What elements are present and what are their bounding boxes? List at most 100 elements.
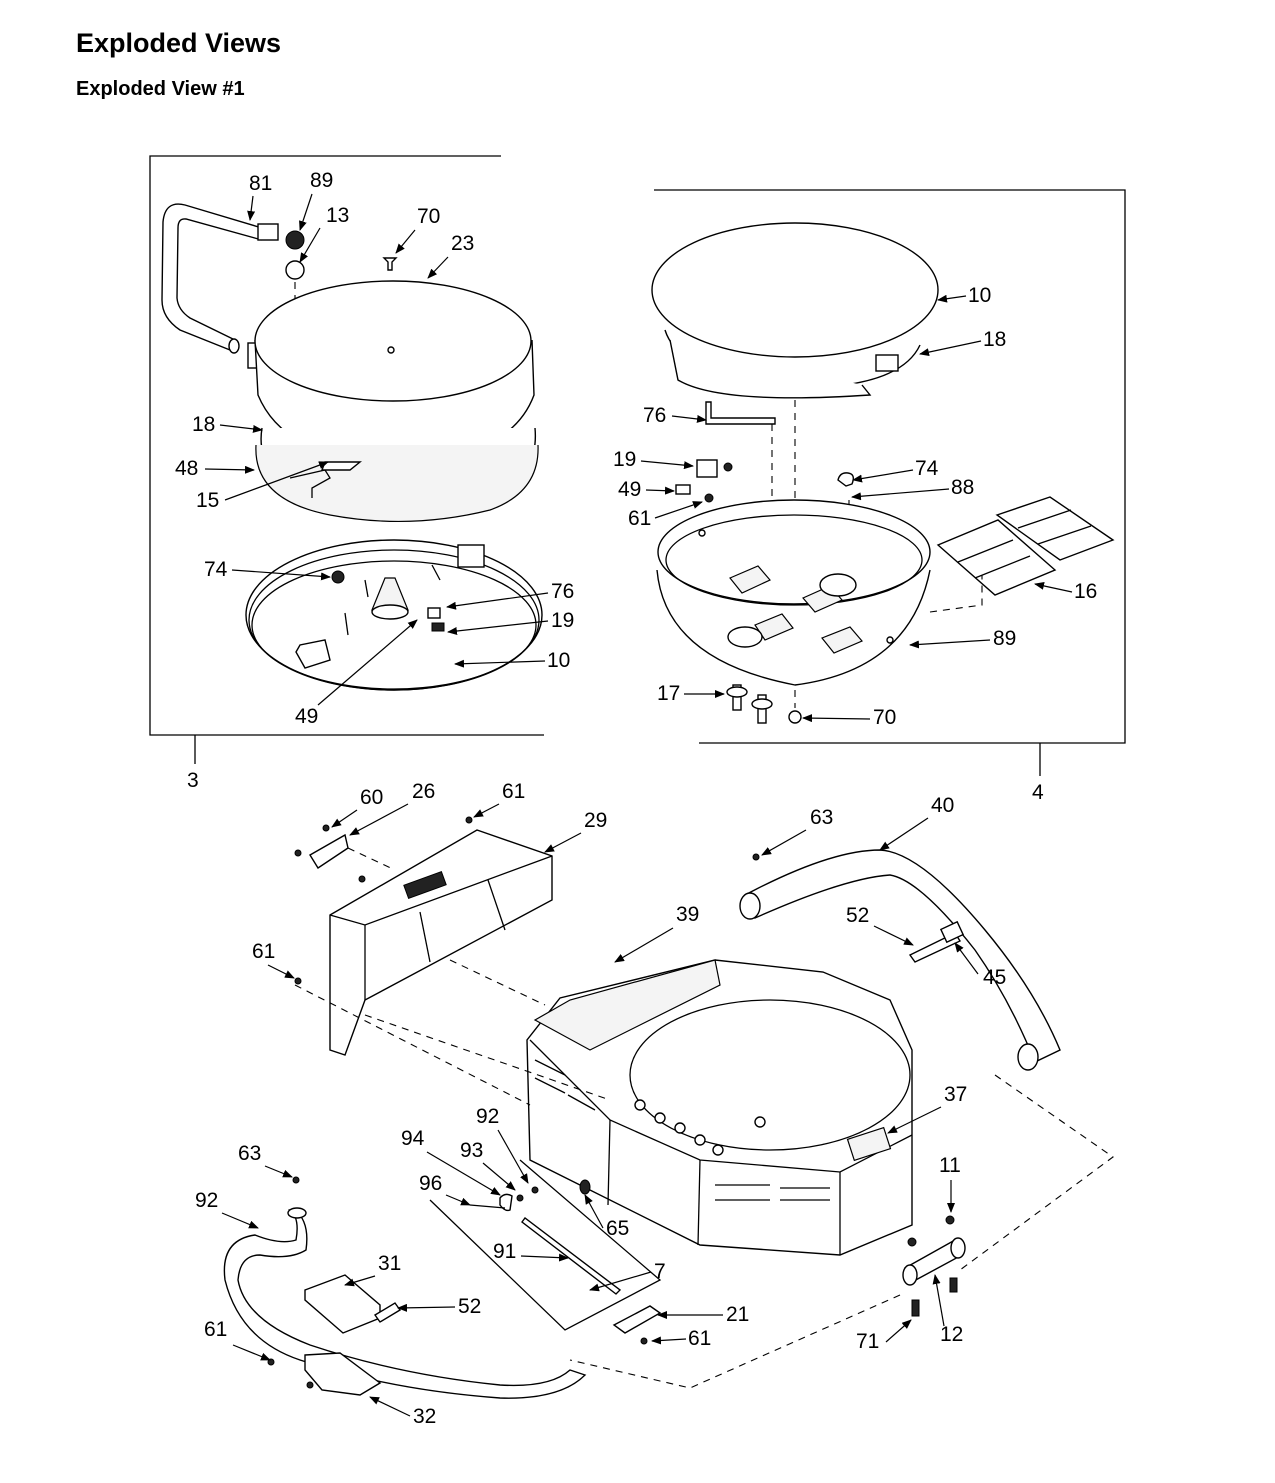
callout-31: 31 <box>378 1252 401 1275</box>
callout-61: 61 <box>628 507 651 530</box>
leader-line-52 <box>873 925 914 946</box>
leader-line-31 <box>344 1275 376 1287</box>
leader-line-52 <box>397 1303 456 1312</box>
leader-line-61 <box>232 1344 271 1361</box>
leader-line-81 <box>247 195 256 221</box>
leader-line-63 <box>264 1165 293 1178</box>
leader-line-63 <box>761 829 807 856</box>
callout-11: 11 <box>939 1154 961 1177</box>
callout-60: 60 <box>360 786 383 809</box>
leader-line-19 <box>447 620 549 635</box>
callout-21: 21 <box>726 1303 749 1326</box>
leader-line-37 <box>887 1106 942 1134</box>
leader-line-76 <box>671 414 707 423</box>
callout-18: 18 <box>983 328 1006 351</box>
leader-line-89 <box>909 639 991 649</box>
top-handle-81 <box>161 203 279 369</box>
leader-line-12 <box>932 1274 945 1327</box>
callout-71: 71 <box>856 1330 879 1353</box>
callout-61: 61 <box>688 1327 711 1350</box>
callout-92: 92 <box>195 1189 218 1212</box>
callout-93: 93 <box>460 1139 483 1162</box>
callout-52: 52 <box>458 1295 481 1318</box>
leader-line-61 <box>654 501 703 519</box>
leader-line-61 <box>473 803 500 818</box>
callout-29: 29 <box>584 809 607 832</box>
leader-line-16 <box>1034 581 1073 593</box>
bracket-76-right <box>705 401 776 425</box>
callout-96: 96 <box>419 1172 442 1195</box>
callout-70: 70 <box>873 706 896 729</box>
leader-line-74 <box>231 569 331 581</box>
leader-line-18 <box>919 340 982 357</box>
base-plate-10-left <box>245 539 543 691</box>
leader-line-70 <box>395 229 416 254</box>
pads-16 <box>929 496 1115 613</box>
assembly-4-frame <box>654 189 1126 776</box>
callout-4: 4 <box>1032 781 1044 804</box>
callout-94: 94 <box>401 1127 425 1150</box>
leader-line-48 <box>204 465 255 474</box>
caster-11-12-71 <box>902 1215 966 1317</box>
callout-19: 19 <box>613 448 636 471</box>
leader-line-76 <box>446 592 549 610</box>
callout-19: 19 <box>551 609 574 632</box>
callout-61: 61 <box>252 940 275 963</box>
leader-line-92 <box>221 1212 259 1229</box>
callout-88: 88 <box>951 476 974 499</box>
shaft-assembly-7 <box>429 1159 662 1345</box>
feet-17-70 <box>726 684 802 724</box>
base-frame-39-37 <box>526 959 913 1256</box>
leader-line-32 <box>369 1396 411 1417</box>
callout-39: 39 <box>676 903 699 926</box>
leader-line-70 <box>802 714 871 723</box>
callout-48: 48 <box>175 457 198 480</box>
leader-line-65 <box>584 1194 604 1229</box>
leader-line-74 <box>852 469 914 483</box>
callout-13: 13 <box>326 204 349 227</box>
leader-line-49 <box>317 619 418 706</box>
screw-70-top <box>382 257 398 271</box>
control-housing-29 <box>329 829 553 1056</box>
callout-17: 17 <box>657 682 680 705</box>
leader-line-18 <box>219 424 263 433</box>
leader-line-91 <box>520 1253 569 1262</box>
callout-32: 32 <box>413 1405 436 1428</box>
callout-23: 23 <box>451 232 474 255</box>
callout-45: 45 <box>983 966 1006 989</box>
callout-40: 40 <box>931 794 954 817</box>
leader-line-93 <box>482 1162 516 1191</box>
leader-line-71 <box>885 1319 912 1343</box>
callout-10: 10 <box>547 649 570 672</box>
leader-line-88 <box>851 488 950 501</box>
leader-line-40 <box>879 817 929 851</box>
leader-line-61 <box>651 1336 687 1345</box>
callout-49: 49 <box>618 478 641 501</box>
callout-81: 81 <box>249 172 272 195</box>
callout-91: 91 <box>493 1240 516 1263</box>
callout-7: 7 <box>654 1260 666 1283</box>
callout-18: 18 <box>192 413 215 436</box>
dashed-assembly-guides <box>294 959 1114 1389</box>
leader-line-10 <box>454 659 546 668</box>
leader-line-19 <box>640 460 694 470</box>
leader-line-10 <box>937 294 967 303</box>
callout-70: 70 <box>417 205 440 228</box>
assembly-3-frame <box>149 155 544 764</box>
page-subtitle: Exploded View #1 <box>76 78 245 100</box>
leader-line-49 <box>645 486 675 495</box>
callout-65: 65 <box>606 1217 629 1240</box>
callout-89: 89 <box>993 627 1016 650</box>
callout-74: 74 <box>204 558 228 581</box>
callout-74: 74 <box>915 457 939 480</box>
callout-10: 10 <box>968 284 991 307</box>
callout-61: 61 <box>502 780 525 803</box>
handle-92-brackets <box>223 1176 587 1399</box>
callout-15: 15 <box>196 489 219 512</box>
handle-40-45-52 <box>739 849 1061 1071</box>
callout-37: 37 <box>944 1083 967 1106</box>
leader-lines <box>204 193 1073 1417</box>
leader-line-26 <box>349 803 409 836</box>
